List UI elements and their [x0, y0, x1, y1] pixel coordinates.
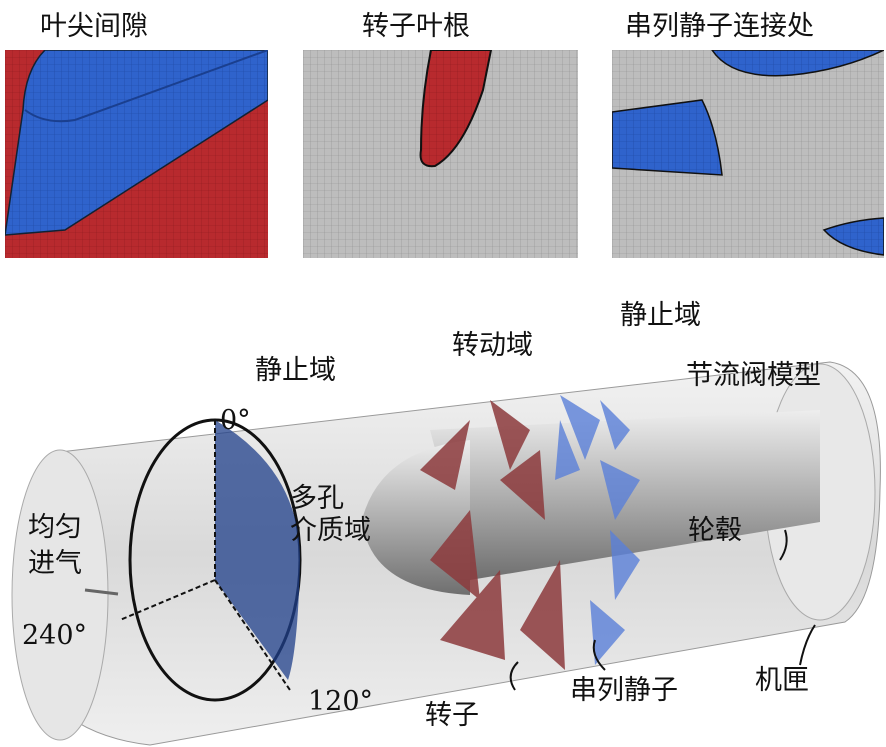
- hub-arrow: [779, 529, 788, 561]
- label-static-domain-right: 静止域: [620, 300, 701, 331]
- panel-tip-clearance: [5, 50, 268, 258]
- label-casing: 机匣: [755, 665, 809, 696]
- label-angle-120: 120°: [308, 686, 374, 717]
- panel-tandem-junction: [612, 50, 884, 258]
- label-inlet-2: 进气: [28, 548, 82, 579]
- panel-title-tip-clearance: 叶尖间隙: [40, 11, 148, 42]
- label-rotor: 转子: [425, 700, 479, 731]
- label-angle-0: 0°: [220, 405, 251, 436]
- inlet-arrow: [84, 588, 119, 596]
- stator-blades: [555, 395, 640, 665]
- label-tandem-stator: 串列静子: [570, 675, 678, 706]
- label-inlet-1: 均匀: [28, 512, 82, 543]
- panel-title-rotor-root: 转子叶根: [362, 11, 470, 42]
- label-porous-1: 多孔: [290, 483, 344, 514]
- panel-rotor-root: [303, 50, 578, 258]
- label-throttle-model: 节流阀模型: [686, 360, 821, 391]
- label-hub: 轮毂: [688, 515, 742, 546]
- rotor-arrow: [509, 661, 519, 691]
- inlet-face: [11, 449, 109, 741]
- porous-sector: [215, 420, 300, 680]
- panel-title-tandem-junction: 串列静子连接处: [625, 11, 814, 42]
- stator-arrow: [592, 639, 606, 671]
- label-static-domain-left: 静止域: [255, 355, 336, 386]
- casing-arrow: [799, 624, 816, 666]
- label-rotating-domain: 转动域: [452, 330, 533, 361]
- label-angle-240: 240°: [22, 620, 88, 651]
- rotor-blades: [420, 400, 565, 670]
- label-porous-2: 介质域: [290, 515, 371, 546]
- sector-lines: [119, 420, 291, 691]
